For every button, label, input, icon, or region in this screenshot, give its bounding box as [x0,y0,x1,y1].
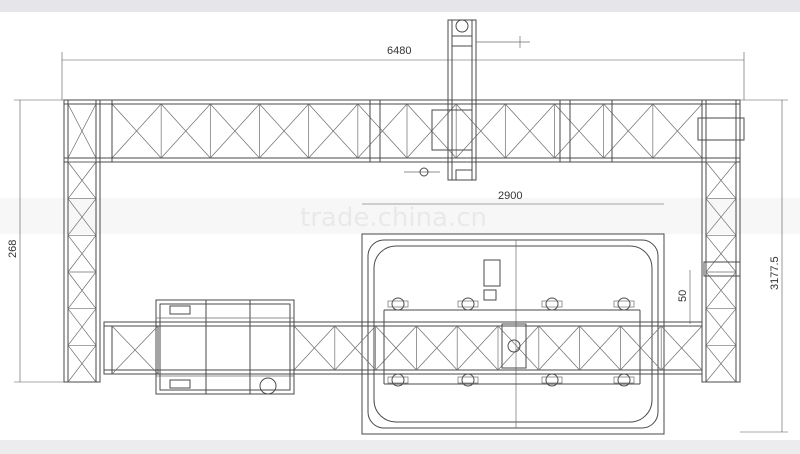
dim-right-height: 3177.5 [769,256,781,290]
watermark: trade.china.cn [300,203,487,233]
dim-left-height: 268 [7,240,19,258]
right-truss [697,99,745,383]
dim-inner-span: 2900 [498,190,522,202]
trolley-assembly [383,297,641,387]
bottom-band [0,440,800,454]
left-truss [63,99,101,383]
truss-dividers [111,99,613,301]
hoist [404,19,530,181]
top-truss [63,99,741,163]
carriage [111,299,295,395]
top-band [0,0,800,12]
dimension-lines [14,52,788,433]
dim-overall-width: 6480 [387,45,411,57]
dim-gap: 50 [677,290,689,302]
tank [361,233,665,435]
bottom-truss [103,321,703,375]
